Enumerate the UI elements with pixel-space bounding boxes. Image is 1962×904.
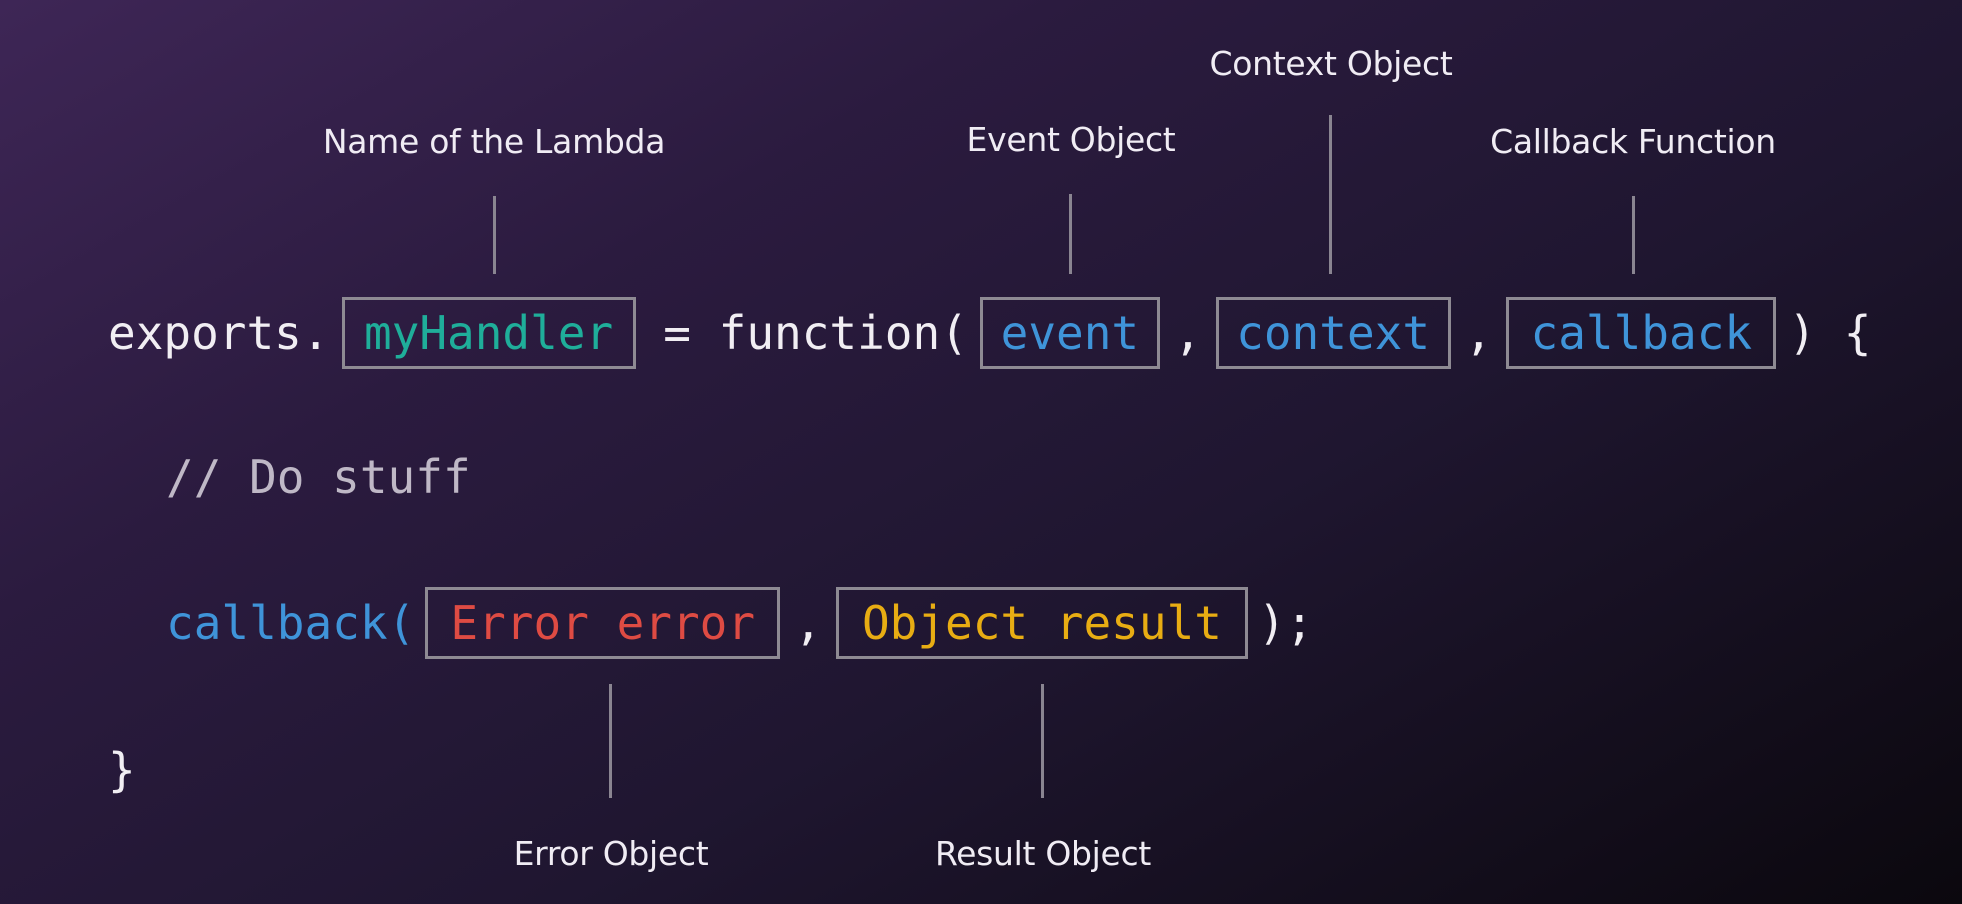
code-comma-3: , — [794, 596, 822, 650]
code-line-callback-call: callback( Error error , Object result ); — [166, 586, 1313, 660]
box-result-arg: Object result — [835, 587, 1248, 659]
code-line-comment: // Do stuff — [166, 440, 471, 514]
code-comma-2: , — [1464, 306, 1493, 360]
label-callback-function: Callback Function — [1490, 122, 1776, 161]
code-close-paren-brace: ) { — [1788, 306, 1872, 360]
code-line-handler-signature: exports. myHandler = function( event , c… — [108, 296, 1871, 370]
code-line-closing-brace: } — [108, 733, 136, 807]
code-closing-brace: } — [108, 743, 136, 797]
code-exports: exports. — [108, 306, 330, 360]
label-event-object: Event Object — [966, 120, 1176, 159]
label-context-object: Context Object — [1209, 44, 1453, 83]
label-error-object: Error Object — [513, 834, 709, 873]
box-handler-name: myHandler — [341, 297, 636, 369]
code-comment: // Do stuff — [166, 450, 471, 504]
box-callback-param: callback — [1506, 297, 1777, 369]
leader-context-object — [1329, 115, 1332, 274]
leader-result-object — [1041, 684, 1044, 798]
box-error-arg: Error error — [425, 587, 781, 659]
leader-name-of-lambda — [493, 196, 496, 274]
box-event-param: event — [979, 297, 1160, 369]
box-context-param: context — [1215, 297, 1451, 369]
leader-error-object — [609, 684, 612, 798]
code-callback-call: callback( — [166, 596, 416, 650]
code-comma-1: , — [1173, 306, 1202, 360]
label-name-of-lambda: Name of the Lambda — [322, 122, 666, 161]
leader-callback-function — [1632, 196, 1635, 274]
label-result-object: Result Object — [934, 834, 1152, 873]
code-assign-function: = function( — [635, 306, 968, 360]
leader-event-object — [1069, 194, 1072, 274]
code-close-call: ); — [1257, 596, 1314, 650]
